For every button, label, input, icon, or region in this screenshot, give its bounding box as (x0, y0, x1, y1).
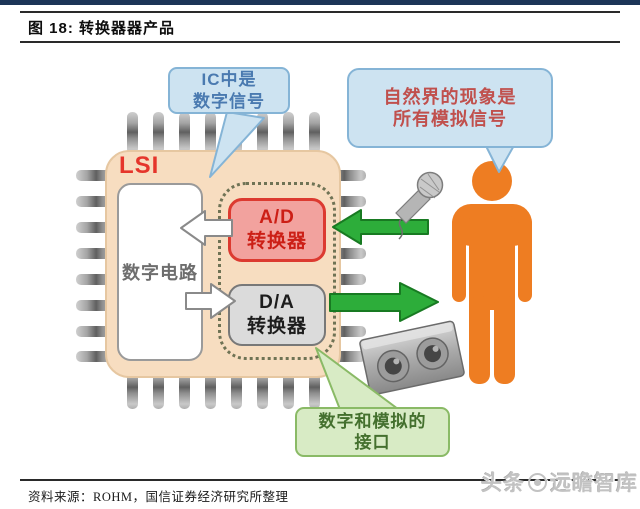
chip-pin (76, 248, 118, 259)
chip-pin (324, 351, 366, 362)
speaker-icon (359, 320, 465, 396)
chip-pin (309, 367, 320, 409)
analog-signal-bubble-line2: 所有模拟信号 (393, 109, 507, 129)
interface-bubble-line1: 数字和模拟的 (318, 411, 427, 431)
chip-pin (76, 274, 118, 285)
interface-bubble-line2: 接口 (354, 433, 391, 452)
watermark-prefix: 头条 (481, 472, 525, 495)
chip-pin (76, 170, 118, 181)
da-converter-line2: 转换器 (246, 316, 307, 337)
analog-signal-bubble-line1: 自然界的现象是 (383, 86, 517, 107)
chip-pin (179, 367, 190, 409)
ad-converter-line2: 转换器 (246, 231, 307, 252)
chip-pin (283, 112, 294, 154)
digital-circuit-label: 数字电路 (122, 263, 198, 283)
chip-pin (257, 112, 268, 154)
analog-signal-bubble: 自然界的现象是 所有模拟信号 (347, 68, 553, 148)
title-rule-top (20, 11, 620, 13)
person-silhouette-icon (452, 161, 532, 384)
interface-bubble: 数字和模拟的 接口 (295, 407, 450, 457)
da-converter-line1: D/A (259, 292, 295, 314)
chip-pin (324, 196, 366, 207)
white-arrow-left-icon (180, 210, 233, 246)
title-rule-bottom (20, 41, 620, 43)
digital-signal-bubble: IC中是 数字信号 (168, 67, 290, 114)
chip-pin (309, 112, 320, 154)
chip-pin (127, 112, 138, 154)
converter-dashed-area (218, 182, 336, 360)
chip-pin (231, 367, 242, 409)
chip-pin (205, 367, 216, 409)
chip-pin (324, 326, 366, 337)
chip-pin (76, 326, 118, 337)
ad-converter-line1: A/D (259, 207, 295, 229)
chip-pin (76, 196, 118, 207)
chip-pin (127, 367, 138, 409)
chip-pin (324, 274, 366, 285)
chip-pin (257, 367, 268, 409)
yuanzhan-logo-icon (528, 472, 547, 492)
chip-pin (153, 112, 164, 154)
watermark-suffix: 远瞻智库 (550, 472, 638, 495)
microphone-icon (395, 171, 444, 240)
figure-title: 图 18: 转换器器产品 (28, 20, 176, 37)
footer-rule (20, 479, 620, 481)
chip-pin (324, 170, 366, 181)
digital-signal-bubble-line1: IC中是 (201, 70, 257, 90)
lsi-label: LSI (119, 152, 160, 179)
digital-circuit-box: 数字电路 (117, 183, 203, 361)
source-note: 资料来源：ROHM，国信证券经济研究所整理 (28, 490, 289, 504)
yuanzhan-logo-dot (534, 478, 541, 486)
chip-pin (76, 222, 118, 233)
da-converter-box: D/A 转换器 (228, 284, 326, 346)
top-accent-bar (0, 0, 640, 5)
chip-pin (76, 300, 118, 311)
watermark: 头条 远瞻智库 (481, 467, 638, 497)
chip-pin (153, 367, 164, 409)
digital-signal-bubble-line2: 数字信号 (193, 91, 265, 111)
green-arrow-right-icon (329, 282, 439, 322)
chip-pin (324, 248, 366, 259)
chip-pin (179, 112, 190, 154)
green-arrow-left-icon (332, 209, 429, 245)
chip-pin (205, 112, 216, 154)
ad-converter-box: A/D 转换器 (228, 198, 326, 262)
white-arrow-right-icon (185, 283, 236, 319)
chip-pin (76, 351, 118, 362)
chip-pin (283, 367, 294, 409)
digital-bubble-tail (209, 111, 265, 178)
